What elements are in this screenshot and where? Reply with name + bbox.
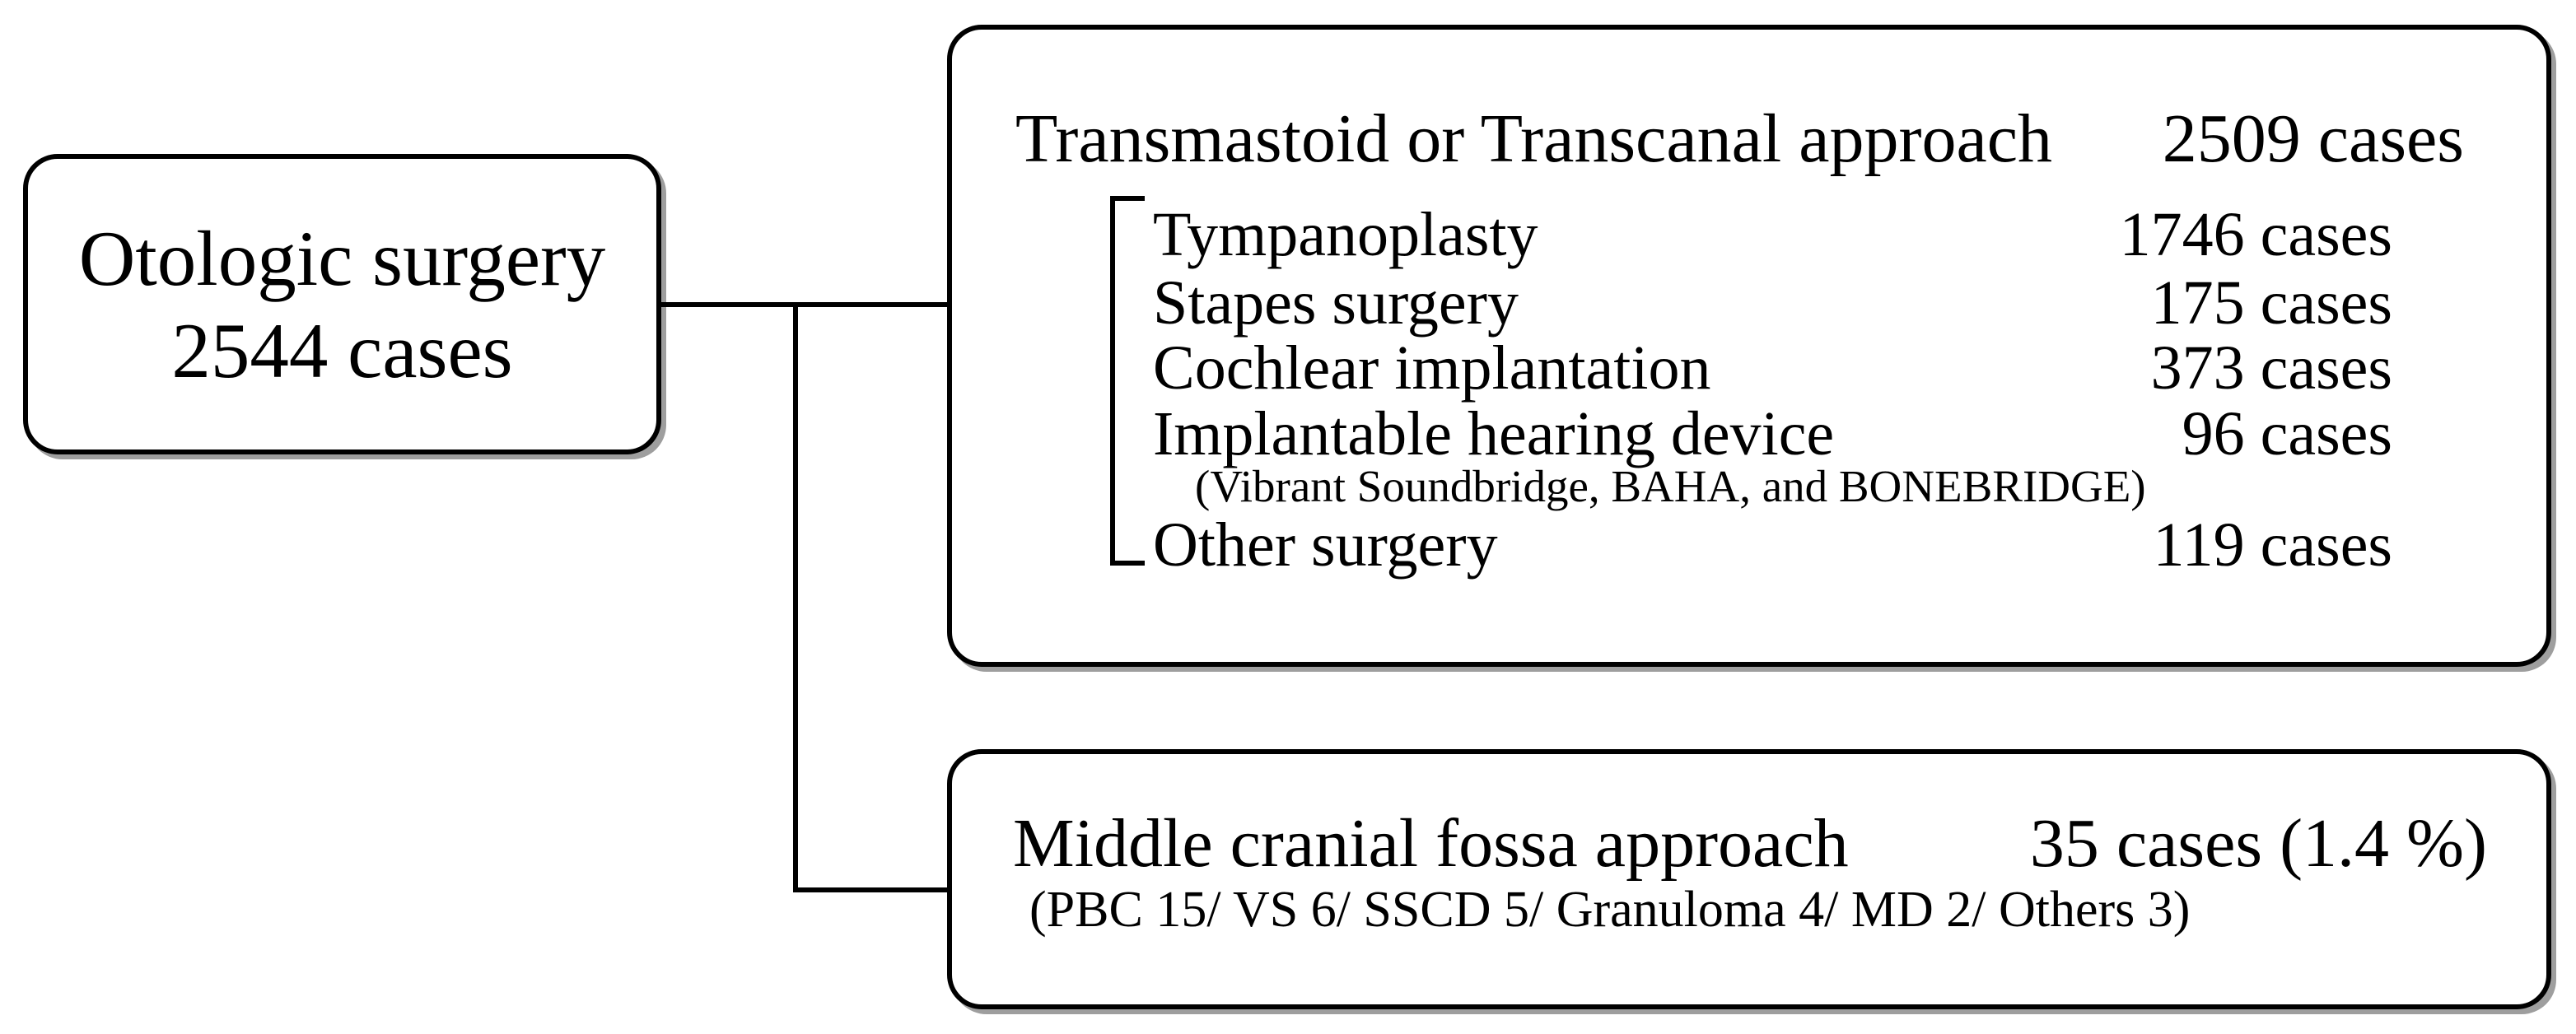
procedure-row-tympanoplasty: Tympanoplasty 1746 cases [1153,193,2392,276]
implantable-device-note: (Vibrant Soundbridge, BAHA, and BONEBRID… [1195,460,2146,511]
connector-root-to-transmastoid [661,302,952,307]
root-box-case-count: 2544 cases [171,306,513,394]
procedure-count: 373 cases [2150,333,2392,403]
procedure-label: Tympanoplasty [1153,199,1538,269]
transmastoid-approach-box: Transmastoid or Transcanal approach 2509… [947,25,2551,667]
procedure-count: 1746 cases [2119,199,2392,269]
middle-cranial-fossa-box: Middle cranial fossa approach 35 cases (… [947,749,2551,1009]
root-box-title: Otologic surgery [78,214,606,302]
otologic-surgery-box: Otologic surgery 2544 cases [23,154,661,454]
procedure-label: Cochlear implantation [1153,333,1711,403]
transmastoid-title-row: Transmastoid or Transcanal approach 2509… [1015,97,2464,179]
sub-procedures-bracket [1110,196,1145,566]
procedure-label: Implantable hearing device [1153,398,1835,468]
procedure-row-stapes-surgery: Stapes surgery 175 cases [1153,262,2392,344]
procedure-count: 119 cases [2153,510,2392,580]
procedure-row-other-surgery: Other surgery 119 cases [1153,504,2392,586]
mcf-breakdown-note: (PBC 15/ VS 6/ SSCD 5/ Granuloma 4/ MD 2… [1029,881,2191,938]
mcf-title-row: Middle cranial fossa approach 35 cases (… [1013,802,2487,884]
transmastoid-total: 2509 cases [2162,100,2464,177]
procedure-label: Other surgery [1153,510,1498,580]
connector-branch-vertical [793,302,798,892]
mcf-title: Middle cranial fossa approach [1013,804,1849,882]
procedure-row-implantable-hearing-device: Implantable hearing device 96 cases [1153,393,2392,475]
connector-branch-to-mcf [793,887,952,892]
procedure-row-cochlear-implantation: Cochlear implantation 373 cases [1153,327,2392,409]
procedure-count: 96 cases [2182,398,2392,468]
transmastoid-title: Transmastoid or Transcanal approach [1015,100,2053,177]
procedure-count: 175 cases [2150,268,2392,338]
procedure-label: Stapes surgery [1153,268,1519,338]
mcf-total: 35 cases (1.4 %) [2029,804,2487,882]
